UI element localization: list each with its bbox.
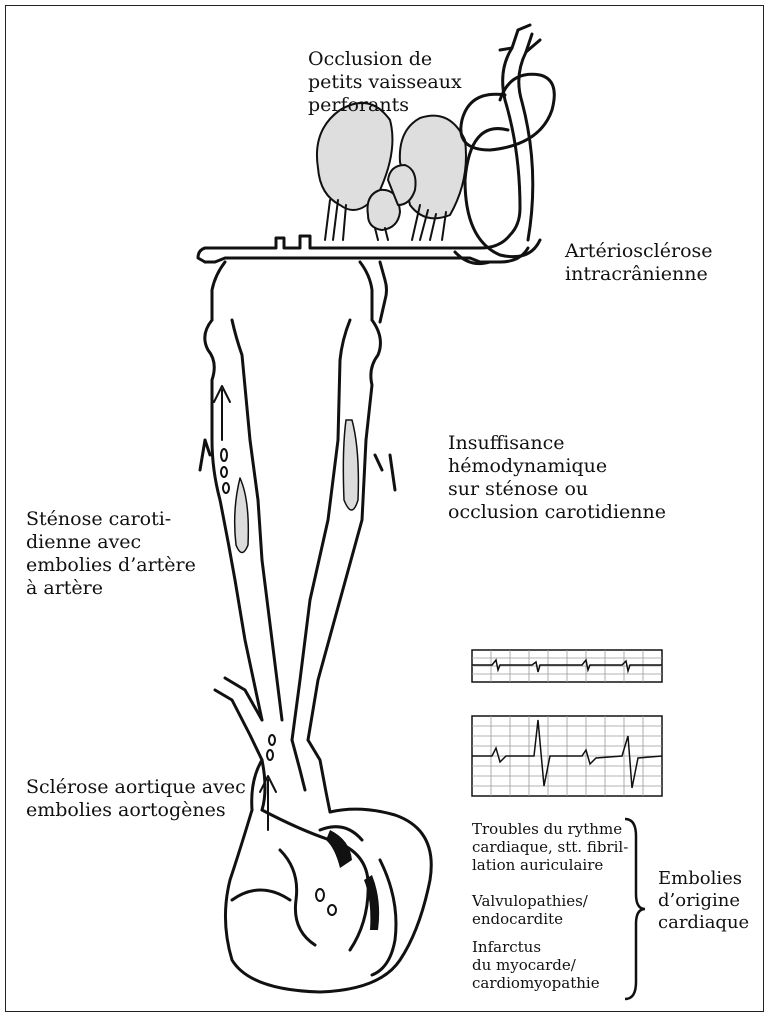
- perforator-territories: [317, 103, 466, 230]
- label-hemodynamic-insufficiency: Insuffisance hémodynamique sur sténose o…: [448, 432, 666, 524]
- label-aortic-sclerosis: Sclérose aortique avec embolies aortogèn…: [26, 776, 246, 822]
- carotid-arteries: [200, 320, 395, 740]
- carotid-plaques: [235, 420, 359, 553]
- label-carotid-stenosis: Sténose caroti- dienne avec embolies d’a…: [26, 508, 196, 600]
- label-small-vessel-occlusion: Occlusion de petits vaisseaux perforants: [308, 48, 462, 117]
- label-rhythm-disorders: Troubles du rythme cardiaque, stt. fibri…: [472, 820, 628, 874]
- ecg-strip-2: [472, 716, 662, 796]
- label-myocardial-infarction: Infarctus du myocarde/ cardiomyopathie: [472, 938, 600, 992]
- label-cardiac-emboli: Embolies d’origine cardiaque: [658, 868, 749, 934]
- brace-icon: [622, 816, 648, 1002]
- ecg-strip-1: [472, 650, 662, 682]
- label-valvulopathies: Valvulopathies/ endocardite: [472, 892, 588, 928]
- label-intracranial-arteriosclerosis: Artériosclérose intracrânienne: [565, 240, 713, 286]
